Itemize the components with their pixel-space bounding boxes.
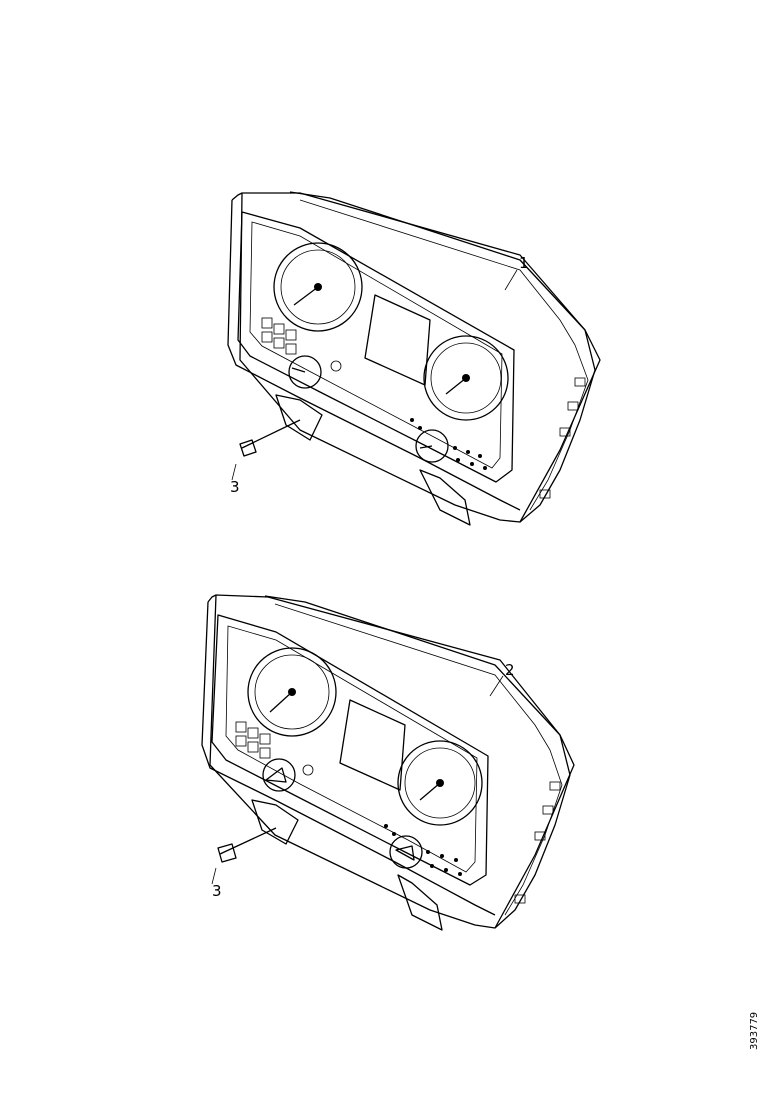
callout-3-lower-label: 3 [212,882,222,900]
callout-1-label: 1 [519,254,529,272]
instrument-cluster-upper [227,191,601,526]
instrument-cluster-lower [201,594,575,931]
document-id: 393779 [749,1011,760,1050]
mounting-screw-lower [211,827,277,885]
mounting-screw-upper [231,419,301,481]
callout-3-upper-label: 3 [230,478,240,496]
callout-2-label: 2 [505,661,515,679]
